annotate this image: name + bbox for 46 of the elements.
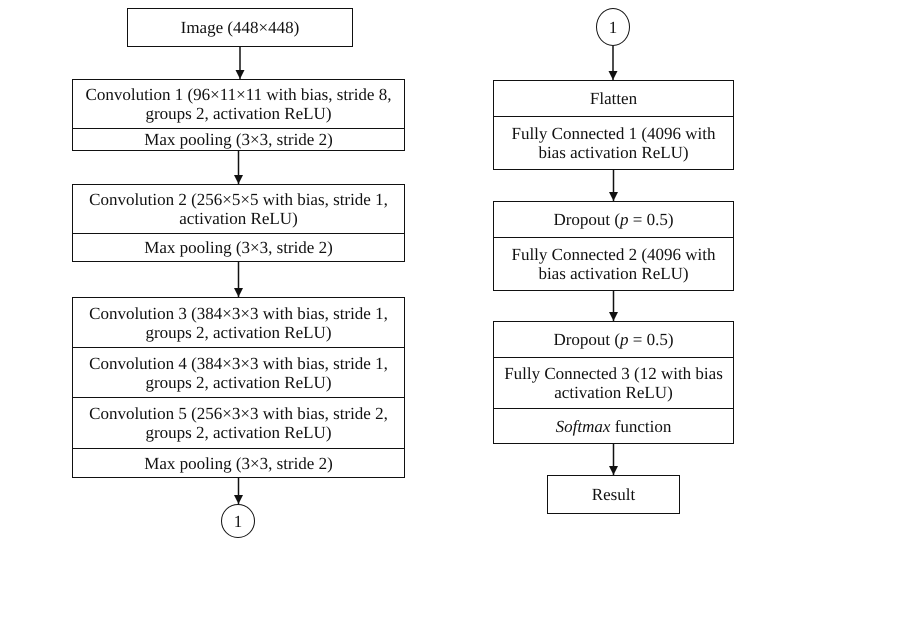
node-label: Flatten (588, 89, 638, 108)
arrow (234, 151, 243, 184)
node-label: Convolution 1 (96×11×11 with bias, stride 8, groups 2, activation ReLU) (84, 85, 392, 123)
process-box (72, 448, 405, 478)
node-label: Convolution 5 (256×3×3 with bias, stride 2, groups 2, activation ReLU) (88, 404, 389, 442)
node-label: Convolution 4 (384×3×3 with bias, stride 1, groups 2, activation ReLU) (88, 354, 389, 392)
process-box (493, 80, 734, 117)
process-box (72, 233, 405, 262)
process-box (547, 475, 680, 514)
arrow (234, 262, 243, 297)
node-label: Fully Connected 2 (4096 with bias activation ReLU) (510, 245, 716, 283)
connector-circle (221, 504, 255, 538)
process-box (493, 321, 734, 358)
node-label: Fully Connected 1 (4096 with bias activation ReLU) (510, 124, 716, 162)
process-box (493, 408, 734, 444)
node-label: Max pooling (3×3, stride 2) (143, 454, 334, 472)
node-label: Convolution 2 (256×5×5 with bias, stride 1, activation ReLU) (88, 190, 389, 228)
connector-circle (596, 8, 630, 46)
node-label: 1 (608, 18, 618, 36)
process-box (72, 397, 405, 449)
node-label: Image (448×448) (180, 18, 300, 37)
process-box (72, 79, 405, 129)
node-label: Dropout (p = 0.5) (552, 210, 675, 229)
process-box (493, 201, 734, 238)
process-box (127, 8, 353, 47)
process-box (72, 128, 405, 151)
arrow (609, 170, 618, 201)
process-box (72, 347, 405, 398)
node-label: Fully Connected 3 (12 with bias activation ReLU) (503, 364, 724, 402)
arrow (609, 291, 618, 321)
arrow (236, 47, 244, 79)
process-box (493, 237, 734, 291)
process-box (493, 116, 734, 170)
node-label: Dropout (p = 0.5) (552, 330, 675, 349)
arrow (609, 444, 618, 475)
node-label: Result (590, 485, 636, 504)
process-box (493, 357, 734, 409)
process-box (72, 184, 405, 234)
process-box (72, 297, 405, 348)
arrow (608, 46, 618, 80)
node-label: Softmax function (554, 416, 672, 436)
node-label: Max pooling (3×3, stride 2) (143, 238, 334, 257)
node-label: 1 (232, 512, 244, 530)
node-label: Max pooling (3×3, stride 2) (143, 130, 334, 149)
arrow (234, 478, 243, 504)
node-label: Convolution 3 (384×3×3 with bias, stride 1, groups 2, activation ReLU) (88, 304, 389, 342)
